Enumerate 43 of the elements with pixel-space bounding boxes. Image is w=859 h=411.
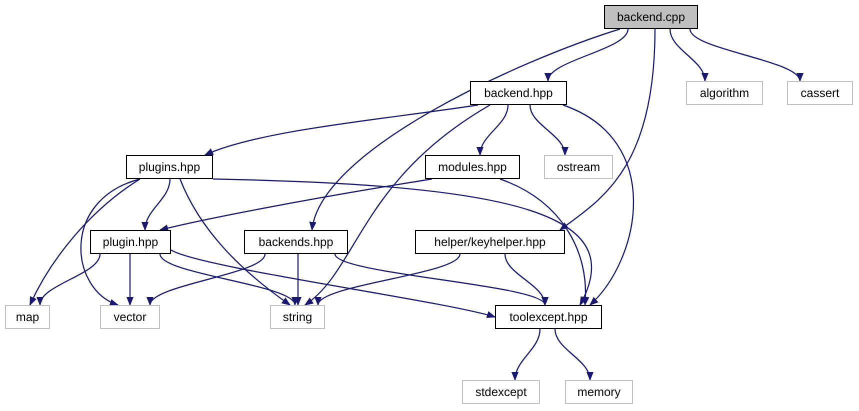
header-file-box: backend.hpp [470,81,567,105]
include-arrow [562,104,634,306]
include-arrow [294,254,302,306]
include-arrow [547,28,629,82]
library-header-box: algorithm [686,81,763,105]
include-arrow [204,104,478,156]
include-arrow [310,28,620,231]
include-arrow [80,178,140,306]
include-arrow [504,254,548,306]
include-arrow [512,328,541,381]
include-arrow [212,178,592,306]
include-arrow [554,328,592,381]
include-arrow [477,104,509,156]
include-arrow [317,254,461,306]
include-arrow [669,28,708,82]
include-arrow [126,254,134,306]
include-arrow [159,254,296,306]
library-header-box: vector [100,305,160,329]
include-arrow [529,104,568,156]
include-arrow [500,178,589,306]
include-arrow [149,254,266,306]
include-arrow [29,178,140,306]
library-header-box: map [5,305,50,329]
header-file-box: modules.hpp [425,155,520,179]
header-file-box: backends.hpp [244,230,348,254]
library-header-box: cassert [787,81,853,105]
include-arrow [38,254,101,306]
source-file-box: backend.cpp [604,5,698,29]
library-header-box: stdexcept [462,380,540,404]
header-file-box: toolexcept.hpp [495,305,602,329]
include-arrow [689,28,801,82]
include-arrow [304,104,490,306]
include-arrow [159,178,432,232]
include-arrow [179,178,291,306]
header-file-box: plugins.hpp [126,155,213,179]
header-file-box: helper/keyhelper.hpp [415,230,565,254]
library-header-box: string [270,305,325,329]
library-header-box: ostream [544,155,613,179]
header-file-box: plugin.hpp [90,230,171,254]
include-arrow [559,28,656,231]
include-arrow [142,178,171,231]
library-header-box: memory [565,380,633,404]
include-arrow [170,249,496,318]
